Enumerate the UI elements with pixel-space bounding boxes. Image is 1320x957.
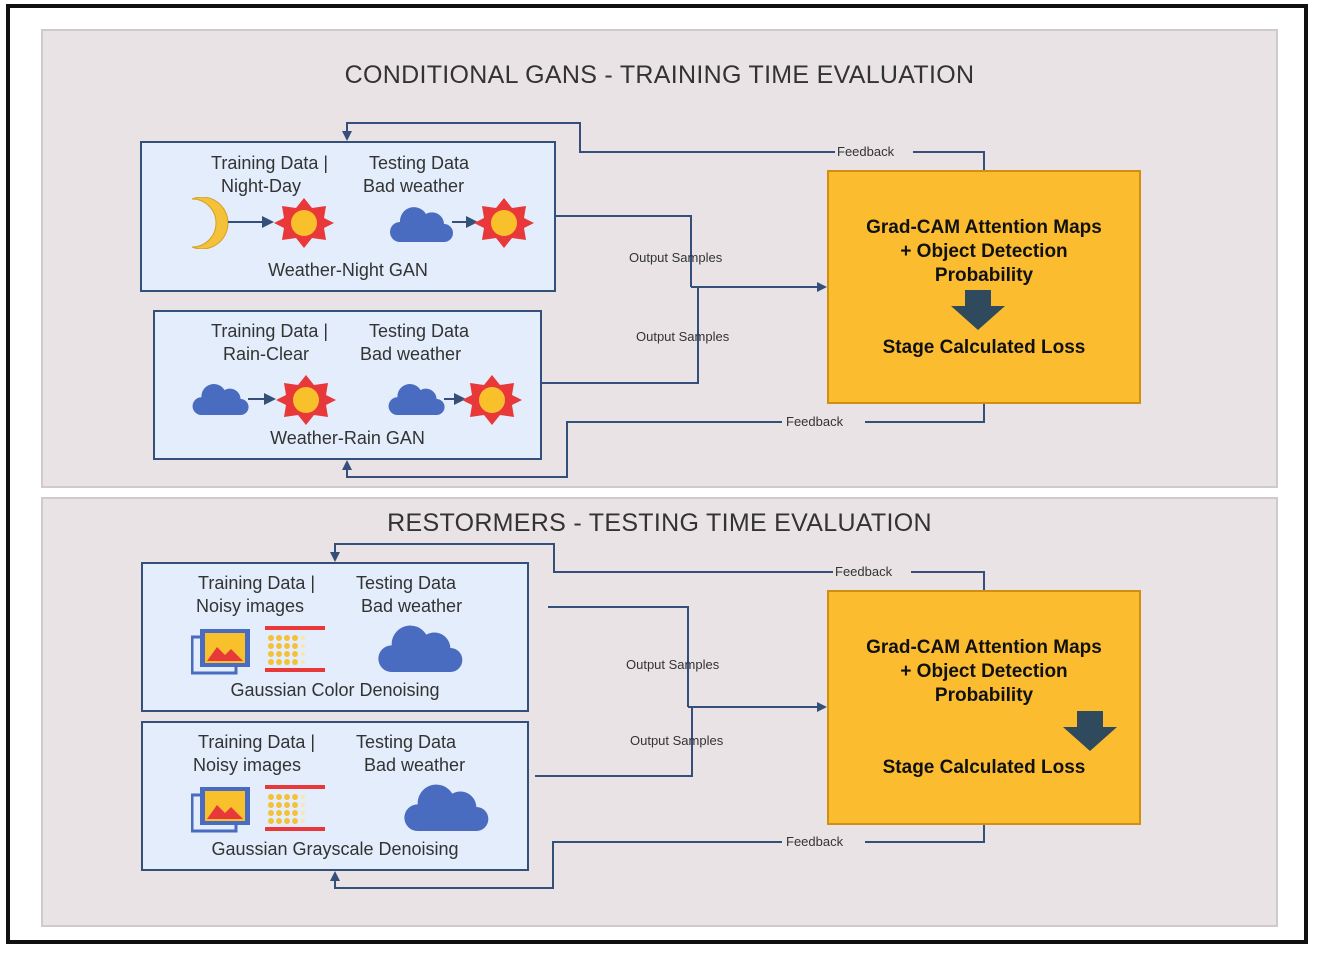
training-data-header: Training Data |: [211, 153, 329, 173]
testing-data-sub: Bad weather: [361, 596, 463, 616]
down-arrow-icon: [951, 290, 1005, 330]
gaussian-color-denoising-box: Training Data | Testing Data Noisy image…: [141, 562, 529, 712]
result-box: Grad-CAM Attention Maps + Object Detecti…: [827, 170, 1141, 404]
right-arrow-icon: [444, 393, 466, 405]
testing-data-sub: Bad weather: [360, 344, 462, 364]
result-box: Grad-CAM Attention Maps + Object Detecti…: [827, 590, 1141, 825]
feedback-label: Feedback: [835, 564, 893, 579]
right-arrow-icon: [228, 216, 274, 228]
result-line-1: Grad-CAM Attention Maps: [866, 217, 1102, 238]
testing-data-sub: Bad weather: [363, 176, 465, 196]
testing-data-header: Testing Data: [356, 573, 457, 593]
cloud-icon: [404, 784, 489, 831]
output-samples-label: Output Samples: [629, 250, 723, 265]
box-label: Gaussian Color Denoising: [230, 680, 440, 700]
training-data-sub: Rain-Clear: [223, 344, 310, 364]
output-samples-label: Output Samples: [630, 733, 724, 748]
training-data-sub: Night-Day: [221, 176, 302, 196]
feedback-label: Feedback: [837, 144, 895, 159]
testing-data-sub: Bad weather: [364, 755, 466, 775]
result-line-3: Probability: [934, 685, 1034, 706]
panel-title: CONDITIONAL GANS - TRAINING TIME EVALUAT…: [344, 61, 975, 89]
feedback-line-bottom: [347, 404, 985, 478]
sun-icon: [274, 198, 334, 248]
cloud-icon: [192, 384, 249, 415]
gan-label: Weather-Night GAN: [268, 260, 428, 280]
cloud-icon: [378, 625, 463, 672]
feedback-line-top: [347, 122, 985, 170]
feedback-label: Feedback: [786, 834, 844, 849]
training-data-header: Training Data |: [198, 573, 316, 593]
output-samples-label: Output Samples: [626, 657, 720, 672]
output-line-1: [556, 215, 692, 287]
moon-icon: [191, 197, 229, 249]
training-data-header: Training Data |: [211, 321, 329, 341]
feedback-line-bottom: [335, 825, 985, 889]
image-stack-icon: [191, 629, 250, 675]
testing-data-header: Testing Data: [369, 153, 470, 173]
result-line-1: Grad-CAM Attention Maps: [866, 637, 1102, 658]
box-label: Gaussian Grayscale Denoising: [211, 839, 459, 859]
down-arrow-icon: [1063, 711, 1117, 751]
output-line-2: [542, 287, 699, 384]
result-line-3: Probability: [934, 265, 1034, 286]
result-line-2: + Object Detection: [900, 241, 1068, 262]
noise-grid-icon: [265, 785, 325, 831]
cloud-icon: [388, 384, 445, 415]
panel-title: RESTORMERS - TESTING TIME EVALUATION: [387, 509, 932, 537]
result-line-4: Stage Calculated Loss: [882, 757, 1086, 778]
result-line-4: Stage Calculated Loss: [882, 337, 1086, 358]
result-line-2: + Object Detection: [900, 661, 1068, 682]
output-line-4: [535, 707, 693, 777]
sun-icon: [276, 375, 336, 425]
output-samples-label: Output Samples: [636, 329, 730, 344]
gan-label: Weather-Rain GAN: [270, 428, 425, 448]
feedback-label: Feedback: [786, 414, 844, 429]
sun-icon: [462, 375, 522, 425]
right-arrow-icon: [452, 216, 478, 228]
image-stack-icon: [191, 787, 250, 833]
sun-icon: [474, 198, 534, 248]
training-data-sub: Noisy images: [196, 596, 305, 616]
training-data-sub: Noisy images: [193, 755, 302, 775]
right-arrow-icon: [248, 393, 276, 405]
feedback-line-top: [335, 543, 985, 590]
cloud-icon: [390, 207, 453, 242]
training-data-header: Training Data |: [198, 732, 316, 752]
outer-frame: [6, 4, 1308, 944]
output-line-3: [548, 606, 689, 707]
noise-grid-icon: [265, 626, 325, 672]
testing-data-header: Testing Data: [356, 732, 457, 752]
testing-data-header: Testing Data: [369, 321, 470, 341]
